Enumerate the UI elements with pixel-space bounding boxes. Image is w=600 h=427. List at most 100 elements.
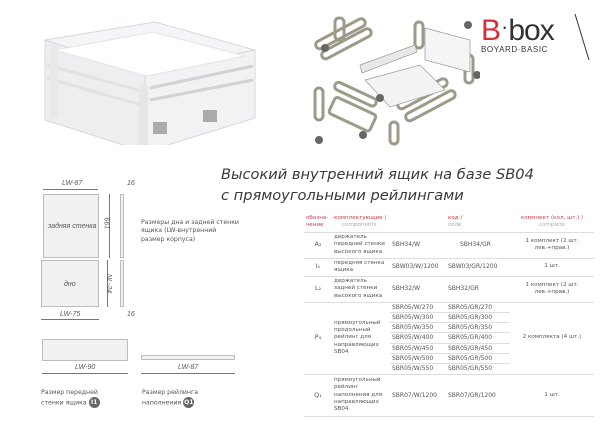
code-grey-cell: SBR05/GR/350: [446, 322, 510, 334]
code-grey-cell: SBR05/GR/270: [446, 302, 510, 313]
title-line-2: с прямоугольными рейлингами: [221, 187, 464, 204]
exploded-parts-diagram: [313, 16, 480, 146]
drawer-product-image: [44, 21, 256, 145]
header-code: код /code: [446, 215, 510, 233]
caption-line: стенки ящика: [41, 399, 87, 407]
page-title: Высокий внутренний ящик на базе SB04 с п…: [221, 164, 534, 206]
designation-cell: L₂: [304, 276, 332, 303]
code-grey-cell: SBR05/GR/300: [446, 312, 510, 324]
dimensions-note: Размеры дна и задней стенки ящика (LW-вн…: [141, 219, 239, 244]
header-complete: комплект (кол. шт.) /complete: [510, 215, 594, 233]
logo-slash-decoration: [574, 14, 590, 61]
header-text-en: components: [342, 222, 377, 229]
code-grey-cell: SBH32/GR: [446, 276, 510, 303]
bottom-thickness-label: 16: [127, 311, 135, 318]
code-white-cell: SBR05/W/550: [390, 363, 446, 375]
header-text-en: complete: [538, 222, 566, 229]
bottom-depth-label: NL-24: [105, 273, 113, 294]
designation-cell: I₁: [304, 258, 332, 277]
table-row: Q₁ прямоугольный рейлинг наполнения для …: [304, 374, 594, 417]
table-row: A₂ держатель передней стенки высокого ящ…: [304, 232, 594, 259]
header-text: обозна-чение: [306, 215, 329, 229]
header-empty: [390, 215, 446, 233]
complete-cell: 1 комплект (2 шт. лев.+прав.): [510, 276, 594, 303]
part-badge-i1: I1: [88, 397, 100, 409]
dimension-line: [141, 373, 235, 374]
note-line: ящика (LW-внутренний: [141, 227, 217, 235]
code-white-cell: SBR05/W/300: [390, 312, 446, 324]
front-wall-width-label: LW-90: [75, 364, 96, 371]
note-line: Размеры дна и задней стенки: [141, 219, 239, 226]
dimension-line: [107, 260, 108, 307]
code-white-cell: SBR05/W/270: [390, 302, 446, 313]
table-row: L₂ держатель задней стенки высокого ящик…: [304, 276, 594, 303]
brand-subtitle: BOYARD·BASIC: [481, 45, 549, 54]
logo-letter-b: B: [481, 14, 501, 47]
dimension-line: [43, 189, 98, 190]
dimension-line: [109, 194, 110, 258]
bottom-label: дно: [64, 281, 76, 288]
title-line-1: Высокий внутренний ящик на базе SB04: [221, 166, 534, 183]
caption-line: Размер передней: [41, 389, 98, 396]
component-cell: передняя стенка ящика: [332, 258, 390, 277]
header-text-en: code: [448, 222, 462, 229]
bottom-width-label: LW-75: [60, 311, 81, 318]
table-row: P₄ прямоугольный продольный рейлинг для …: [304, 302, 594, 375]
component-cell: прямоугольный продольный рейлинг для нап…: [332, 302, 390, 375]
component-cell: прямоугольный рейлинг наполнения для нап…: [332, 374, 390, 417]
code-white-cell: SBH34/W: [390, 232, 446, 259]
designation-cell: P₄: [304, 302, 332, 375]
caption-line: наполнения: [142, 399, 182, 407]
code-white-cell: SBH32/W: [390, 276, 446, 303]
designation-cell: Q₁: [304, 374, 332, 417]
back-wall-width-label: LW-87: [62, 180, 83, 187]
back-wall-drawing: LW-87 задняя стенка 199 16: [40, 180, 150, 260]
code-white-cell: SBR05/W/450: [390, 343, 446, 355]
bottom-panel: дно: [41, 260, 99, 307]
back-wall-label: задняя стенка: [48, 223, 97, 230]
code-grey-cell: SBR07/GR/1200: [446, 374, 510, 417]
part-badge-q1: Q1: [183, 397, 195, 409]
logo-dot: ·: [501, 14, 508, 39]
code-grey-cell: SBR05/GR/450: [446, 343, 510, 355]
code-white-cell: SBR05/W/500: [390, 353, 446, 365]
table-header-row: обозна-чение комплектующие /components к…: [304, 215, 594, 233]
dimension-line: [41, 319, 99, 320]
brand-logo: B·box: [481, 12, 555, 47]
bottom-drawing: дно NL-24 LW-75 16: [40, 258, 150, 328]
designation-cell: A₂: [304, 232, 332, 259]
code-white-cell: SBR07/W/1200: [390, 374, 446, 417]
code-grey-cell: SBR05/GR/550: [446, 363, 510, 375]
code-white-cell: SBR05/W/400: [390, 332, 446, 344]
component-cell: держатель задней стенки высокого ящика: [332, 276, 390, 303]
component-cell: держатель передней стенки высокого ящика: [332, 232, 390, 259]
code-grey-cell: SBW03/GR/1200: [446, 258, 510, 277]
code-grey-cell: SBR05/GR/500: [446, 353, 510, 365]
complete-cell: 2 комплекта (4 шт.): [510, 302, 594, 375]
header-components: комплектующие /components: [332, 215, 390, 233]
bottom-thickness-panel: [120, 260, 124, 307]
code-white-cell: SBR05/W/350: [390, 322, 446, 334]
code-grey-cell: SBR05/GR/400: [446, 332, 510, 344]
note-line: размер корпуса): [141, 235, 196, 243]
back-wall-thickness-label: 16: [127, 180, 135, 187]
back-wall-height-label: 199: [104, 217, 112, 230]
dimension-line: [42, 373, 128, 374]
rail-panel: [141, 355, 235, 360]
front-wall-panel: [42, 339, 128, 361]
code-white-cell: SBW03/W/1200: [390, 258, 446, 277]
table-row: I₁ передняя стенка ящика SBW03/W/1200 SB…: [304, 258, 594, 277]
caption-line: Размер рейлинга: [142, 389, 199, 396]
complete-cell: 1 комплект (2 шт. лев.+прав.): [510, 232, 594, 259]
header-designation: обозна-чение: [304, 215, 332, 233]
rail-width-label: LW-87: [178, 364, 199, 371]
